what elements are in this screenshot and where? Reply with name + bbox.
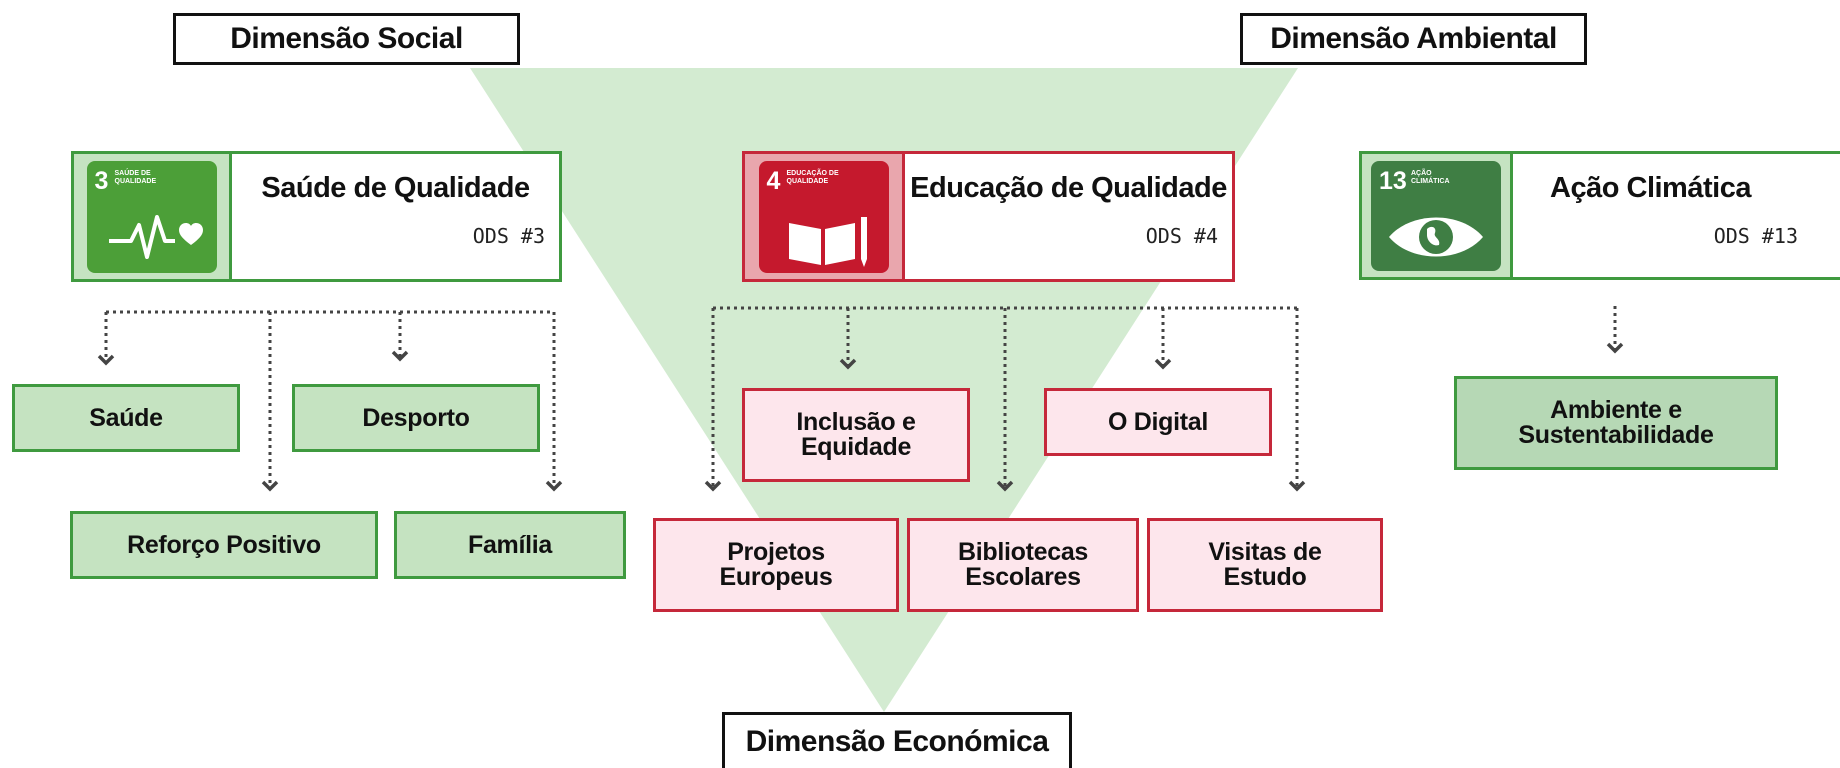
eye-globe-icon [1389,217,1483,256]
ods4-title: Educação de Qualidade [910,172,1227,204]
ods13-logo: 13 AÇÃO CLIMÁTICA [1362,154,1513,277]
topic-desporto: Desporto [292,384,540,452]
ods4-logo: 4 EDUCAÇÃO DE QUALIDADE [745,154,905,279]
arrowhead-bibliotecas [996,480,1014,492]
arrowhead-desporto [391,350,409,362]
ods4-card: 4 EDUCAÇÃO DE QUALIDADE Educação de Qual… [742,151,1235,282]
ods13-code: ODS #13 [1713,224,1798,248]
arrowhead-projetos [704,480,722,492]
topic-visitas-estudo: Visitas de Estudo [1147,518,1383,612]
topic-projetos-line1: Projetos [727,538,825,566]
book-pencil-icon [788,216,867,267]
heartbeat-icon [108,214,203,259]
arrowhead-familia [545,480,563,492]
topic-o-digital: O Digital [1044,388,1272,456]
ods3-title: Saúde de Qualidade [261,172,530,204]
topic-ambiente-line1: Ambiente e [1550,396,1682,424]
ods4-code: ODS #4 [1145,224,1218,248]
topic-inclusao-line2: Equidade [800,433,912,461]
dimension-social-label: Dimensão Social [173,13,520,65]
arrowhead-reforco [261,480,279,492]
arrowhead-inclusao [839,358,857,370]
topic-bibliotecas-line2: Escolares [965,563,1081,591]
topic-visitas-line2: Estudo [1223,563,1307,591]
ods13-card: 13 AÇÃO CLIMÁTICA Ação Climática ODS #13 [1359,151,1840,280]
topic-saude: Saúde [12,384,240,452]
topic-visitas-line1: Visitas de [1208,538,1322,566]
arrowhead-visitas [1288,480,1306,492]
ods3-logo-number: 3 [94,166,109,195]
arrowhead-digital [1154,358,1172,370]
ods13-logo-number: 13 [1379,166,1407,195]
dimension-ambiental-label: Dimensão Ambiental [1240,13,1587,65]
ods3-logo: 3 SAÚDE DE QUALIDADE [74,154,232,279]
ods3-card: 3 SAÚDE DE QUALIDADE Saúde de Qualidade … [71,151,562,282]
topic-ambiente-sustentabilidade: Ambiente e Sustentabilidade [1454,376,1778,470]
topic-projetos-europeus: Projetos Europeus [653,518,899,612]
arrowhead-saude [97,354,115,366]
topic-ambiente-line2: Sustentabilidade [1518,421,1714,449]
topic-projetos-line2: Europeus [719,563,833,591]
topic-bibliotecas-escolares: Bibliotecas Escolares [907,518,1139,612]
topic-inclusao-line1: Inclusão e [796,408,916,436]
ods13-logo-text: AÇÃO CLIMÁTICA [1411,169,1450,185]
topic-familia: Família [394,511,626,579]
arrowhead-ambiente [1606,342,1624,354]
topic-reforco-positivo: Reforço Positivo [70,511,378,579]
ods4-logo-number: 4 [766,166,781,195]
topic-inclusao-equidade: Inclusão e Equidade [742,388,970,482]
ods13-title: Ação Climática [1550,172,1751,204]
ods3-code: ODS #3 [472,224,545,248]
dimension-economica-label: Dimensão Económica [722,712,1072,768]
ods4-logo-text: EDUCAÇÃO DE QUALIDADE [786,169,839,185]
topic-bibliotecas-line1: Bibliotecas [957,538,1089,566]
ods3-logo-text: SAÚDE DE QUALIDADE [114,169,157,185]
